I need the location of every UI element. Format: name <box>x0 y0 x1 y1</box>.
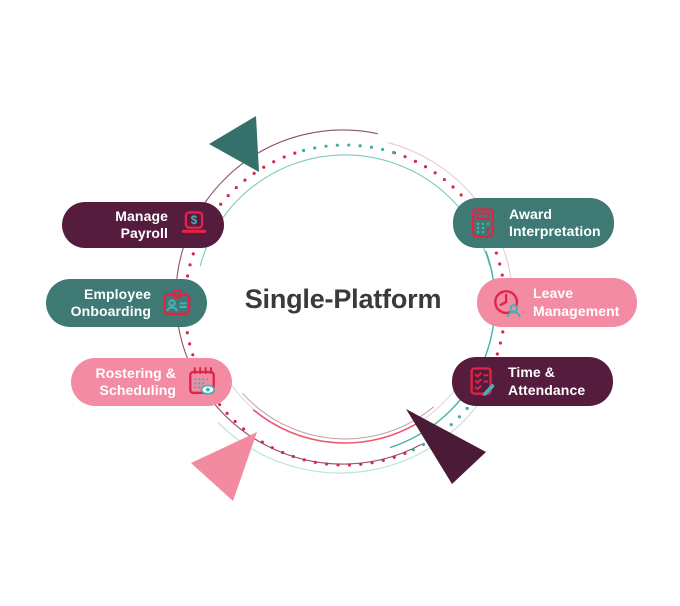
id-badge-icon <box>159 285 195 321</box>
pill-label: Rostering & Scheduling <box>95 364 176 398</box>
pill-award-interpretation: Award Interpretation <box>453 198 614 248</box>
rotation-arrow-maroon-icon <box>406 409 486 484</box>
rotation-arrow-teal-icon <box>209 116 259 172</box>
pill-label: Award Interpretation <box>509 205 601 239</box>
dollar-laptop-icon: $ <box>176 207 212 243</box>
pill-label: Leave Management <box>533 285 620 319</box>
pill-time-attendance: Time & Attendance <box>452 357 613 406</box>
ring-arc-teal-top <box>199 154 491 267</box>
clock-person-icon <box>489 285 525 321</box>
ring-arc-pink-red <box>252 408 417 444</box>
pill-label: Manage Payroll <box>115 207 168 241</box>
svg-text:$: $ <box>191 214 198 227</box>
dotted-ring-red-right <box>392 151 507 382</box>
dotted-ring-red-left <box>183 148 407 467</box>
ring-arc-soft-maroon <box>242 392 435 440</box>
dotted-ring-teal-top <box>302 143 396 155</box>
pill-employee-onboarding: Employee Onboarding <box>46 279 207 327</box>
diagram-title: Single-Platform <box>244 284 442 314</box>
pill-label: Time & Attendance <box>508 364 586 398</box>
rotation-arrow-pink-icon <box>191 432 257 501</box>
pill-label: Employee Onboarding <box>70 285 151 319</box>
calendar-eye-icon <box>184 364 220 400</box>
pill-manage-payroll: Manage Payroll $ <box>62 202 224 248</box>
ring-arc-light-pink <box>388 142 512 282</box>
checklist-pencil-icon <box>464 364 500 400</box>
ring-arc-teal-right <box>389 250 496 449</box>
calculator-icon <box>465 205 501 241</box>
pill-leave-management: Leave Management <box>477 278 637 327</box>
pill-rostering-scheduling: Rostering & Scheduling <box>71 358 232 406</box>
